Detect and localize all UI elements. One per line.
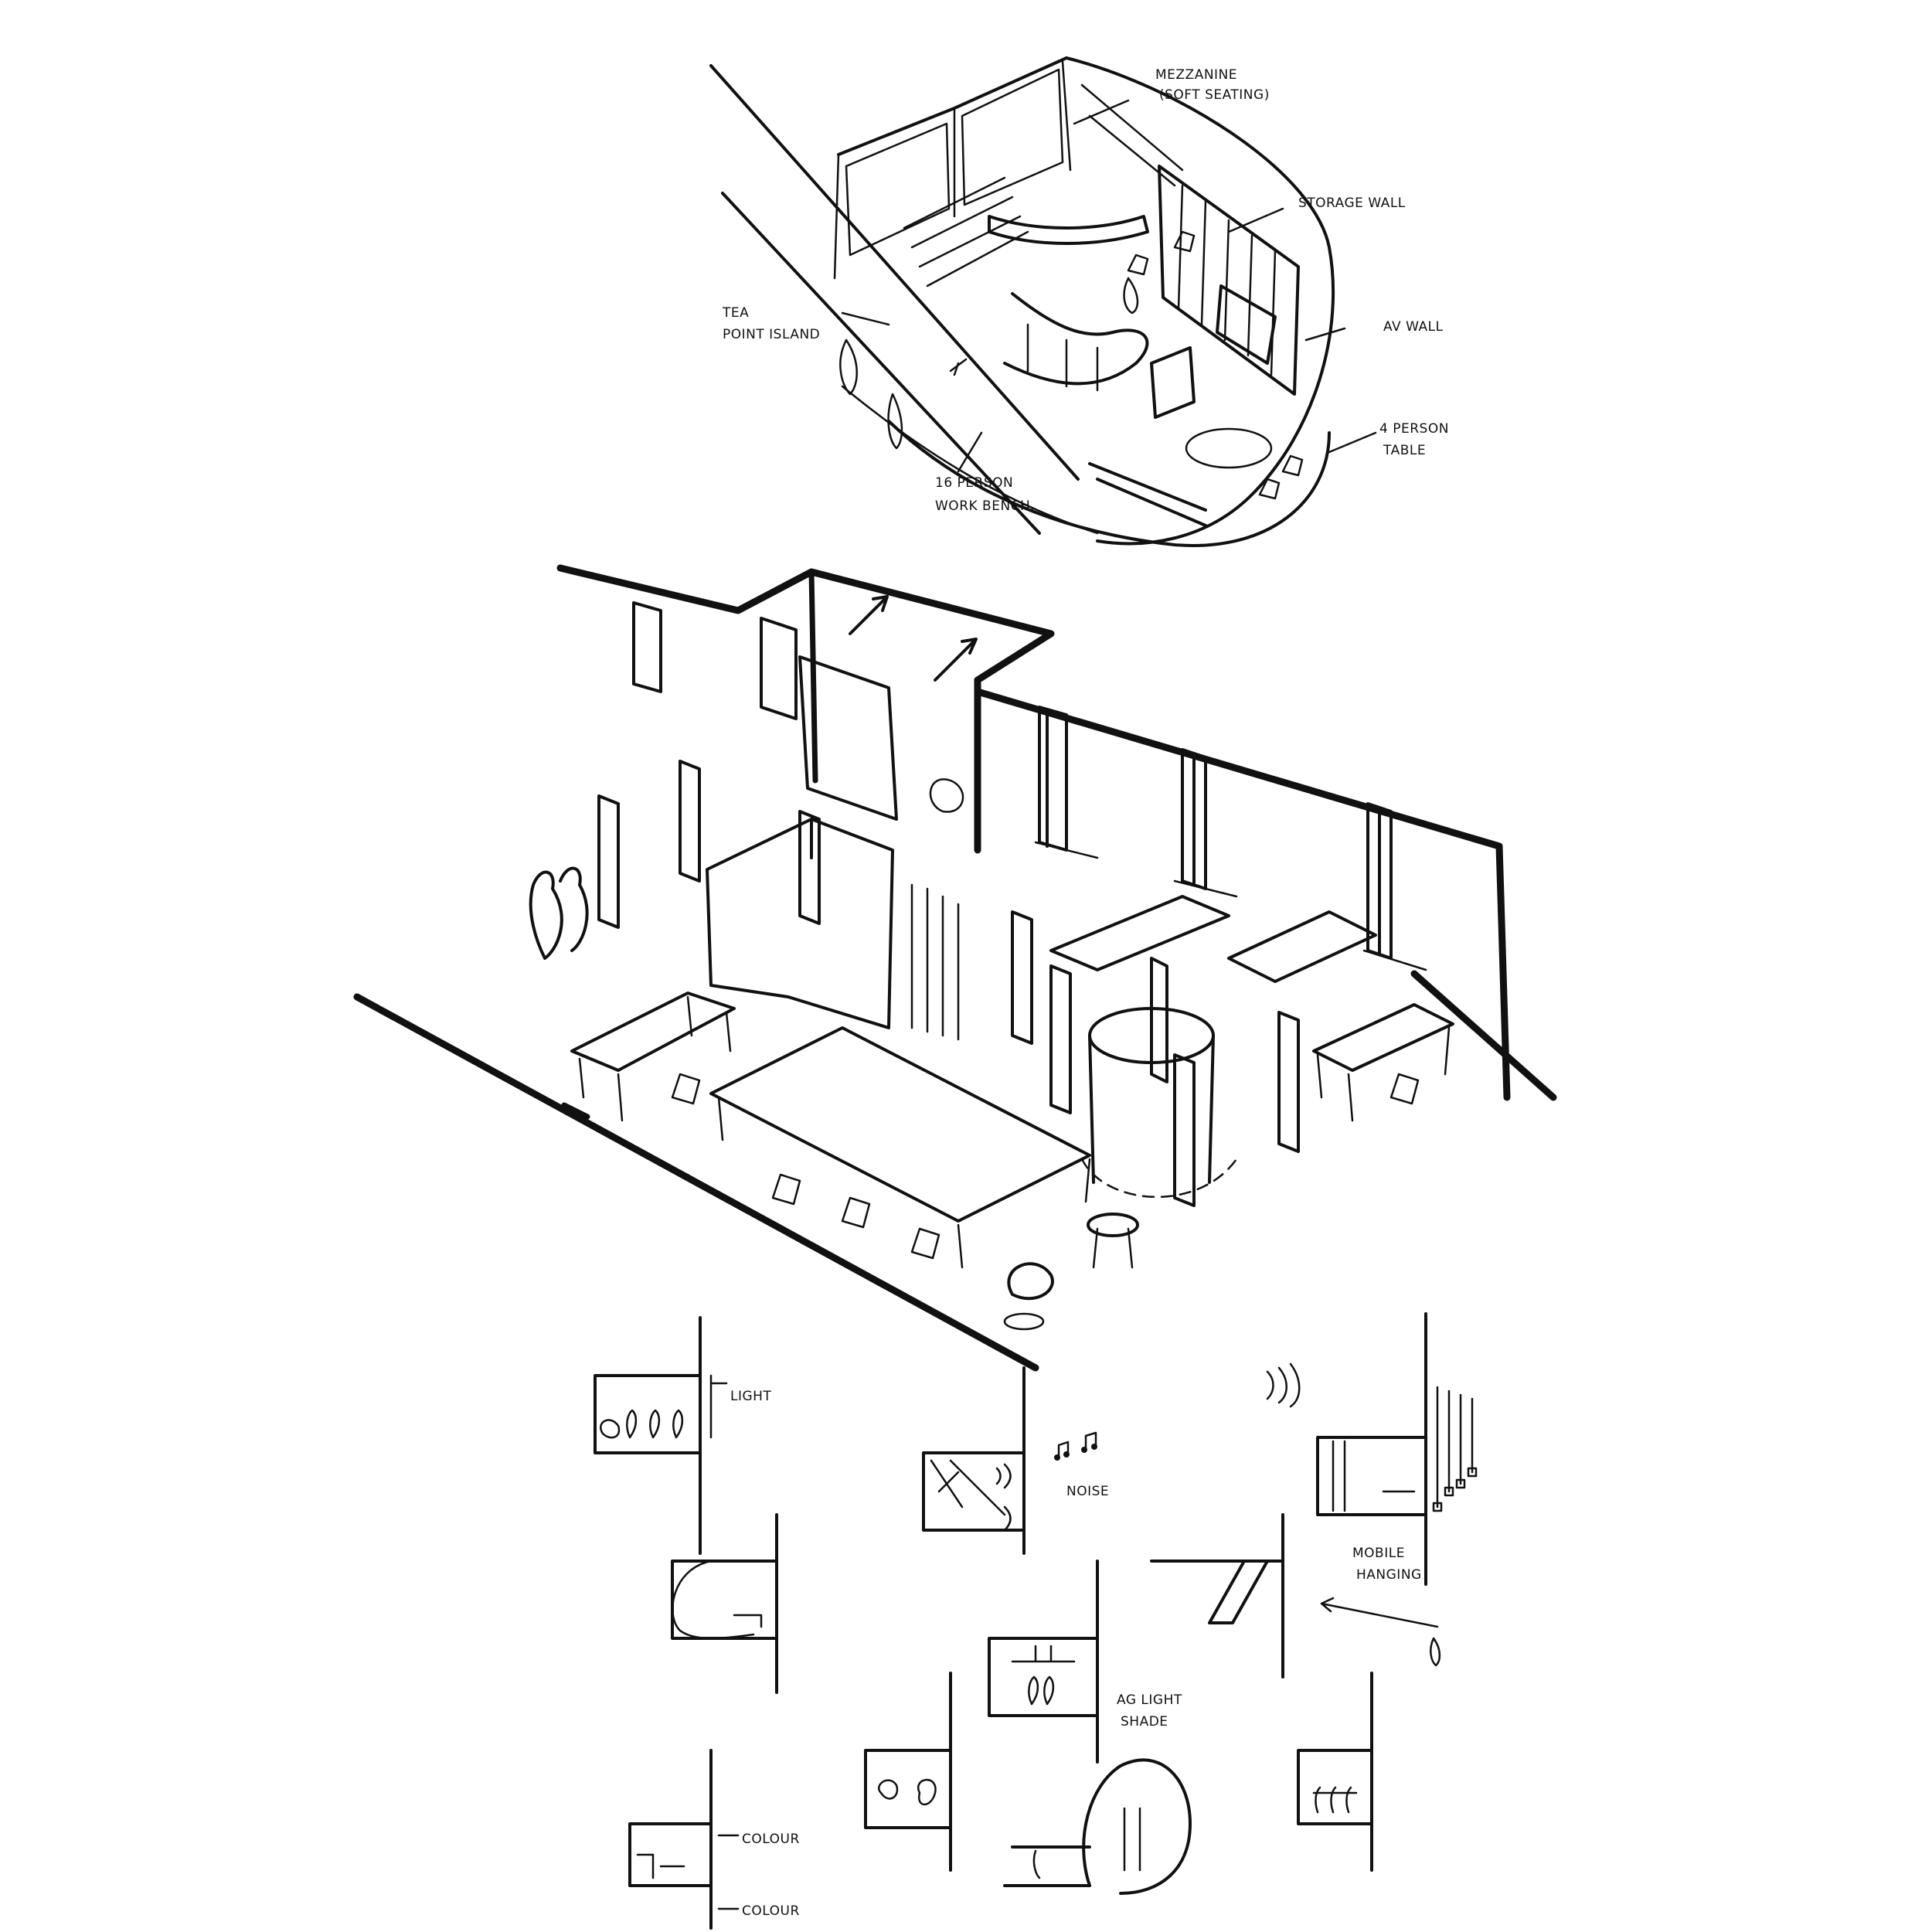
label-colour-1: COLOUR (742, 1832, 800, 1847)
label-mobile: MOBILE (1352, 1546, 1405, 1561)
label-soft-seating: (SOFT SEATING) (1159, 87, 1270, 103)
label-colour-2: COLOUR (742, 1903, 800, 1919)
label-ag-light: AG LIGHT (1117, 1692, 1182, 1708)
label-point-island: POINT ISLAND (723, 327, 820, 342)
label-noise: NOISE (1066, 1484, 1109, 1499)
label-hanging: HANGING (1356, 1567, 1422, 1583)
label-work-bench: WORK BENCH. (935, 498, 1035, 514)
label-shade: SHADE (1121, 1714, 1168, 1730)
label-16-person: 16 PERSON (935, 475, 1013, 491)
label-light: LIGHT (730, 1389, 771, 1404)
label-av-wall: AV WALL (1383, 319, 1444, 335)
label-tea: TEA (722, 305, 749, 321)
curved-room-sketch (709, 56, 1377, 547)
label-storage-wall: STORAGE WALL (1298, 196, 1406, 211)
label-table: TABLE (1383, 443, 1426, 458)
label-4-person: 4 PERSON (1379, 421, 1449, 437)
label-mezzanine: MEZZANINE (1155, 67, 1237, 83)
mini-sketches (594, 1312, 1478, 1930)
open-plan-office-sketch (353, 564, 1557, 1372)
